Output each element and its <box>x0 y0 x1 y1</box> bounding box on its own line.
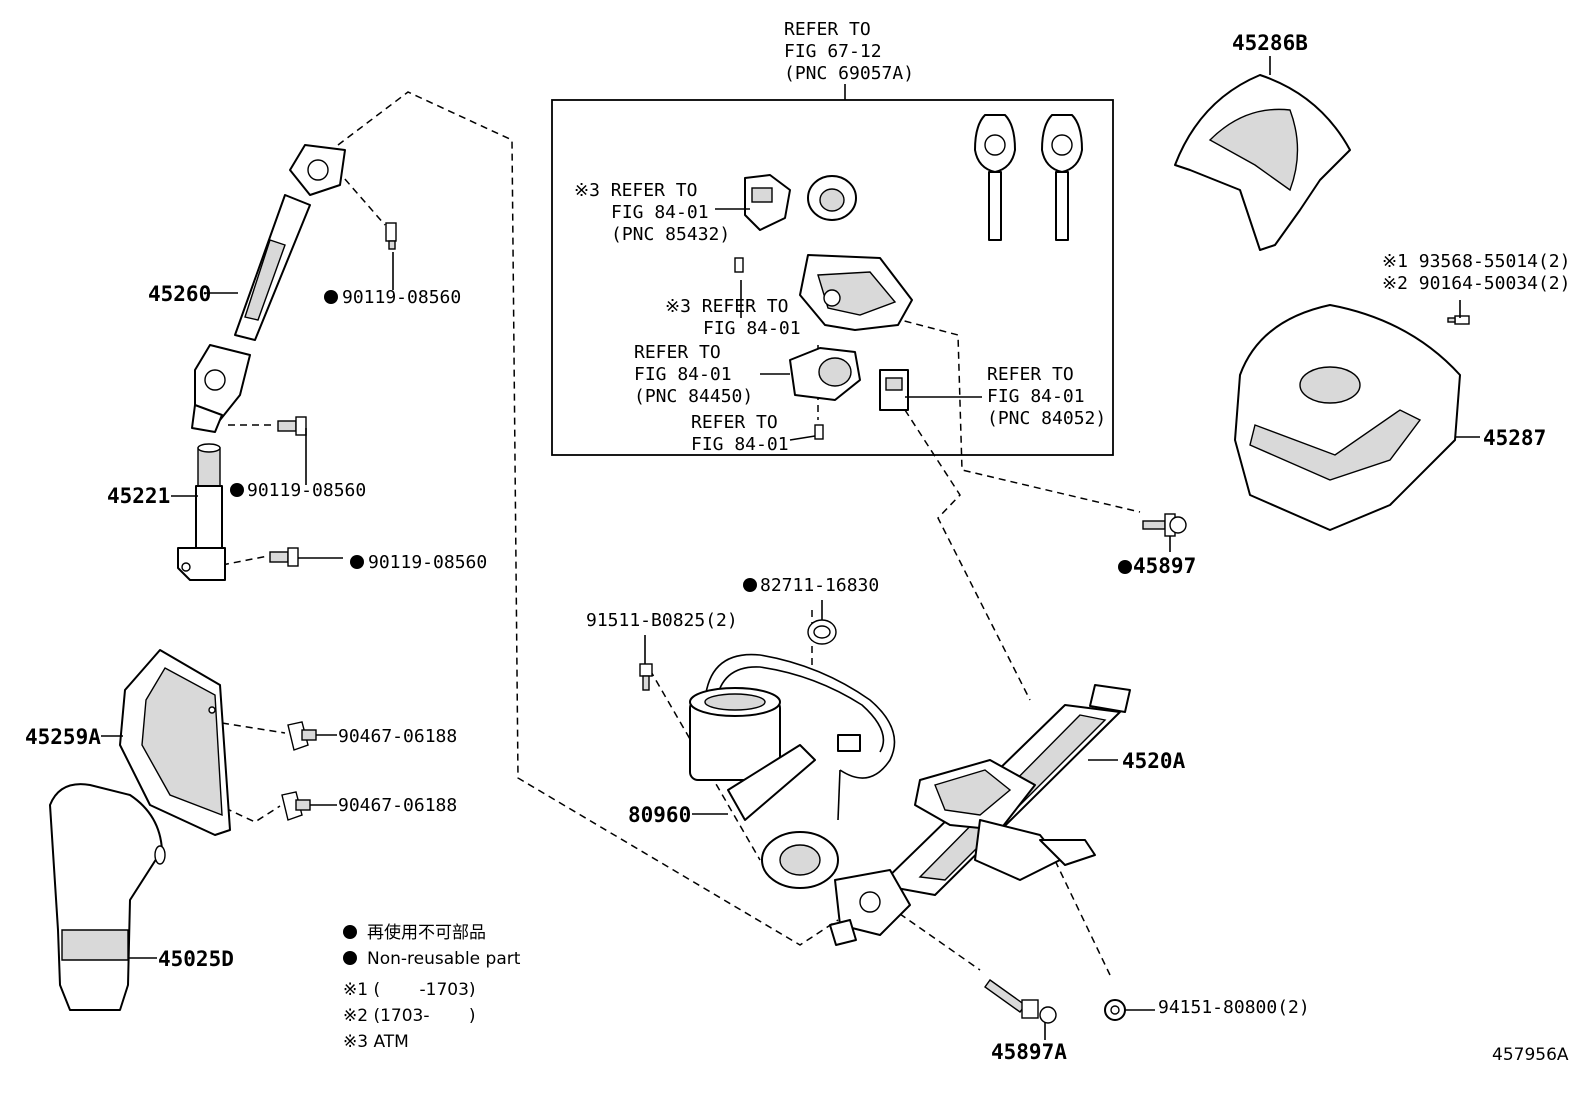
ref-line: FIG 84-01 <box>987 386 1085 407</box>
ref-line: REFER TO <box>987 364 1074 385</box>
label-screw-1: ※1 93568-55014(2) <box>1382 251 1570 272</box>
ref-line: FIG 84-01 <box>703 318 801 339</box>
non-reusable-dot <box>1118 560 1132 574</box>
ref-line: (PNC 84450) <box>634 386 753 407</box>
clip-icon <box>287 721 317 751</box>
bolt-icon <box>277 416 307 436</box>
non-reusable-dot <box>343 951 357 965</box>
ref-line: (PNC 84052) <box>987 408 1106 429</box>
label-bolt-3: 90119-08560 <box>368 552 487 573</box>
clip-icon <box>281 791 311 821</box>
sliding-yoke-45221 <box>177 443 226 581</box>
screw-icon <box>734 257 744 273</box>
key-cylinder-box <box>551 99 1114 456</box>
ref-line: FIG 84-01 <box>634 364 732 385</box>
ref-line: ※3 REFER TO <box>574 180 697 201</box>
unlock-warning-switch <box>879 369 909 411</box>
boot-45025D <box>49 783 166 1011</box>
ignition-ring <box>807 175 857 221</box>
lower-cover-45287 <box>1234 304 1461 531</box>
legend-note-3: ※3 ATM <box>343 1032 409 1052</box>
label-screw-2: ※2 90164-50034(2) <box>1382 273 1570 294</box>
label-45286B: 45286B <box>1232 31 1308 55</box>
clamp-icon <box>807 619 837 645</box>
labels: 45260 45221 45259A 45025D 45286B 45287 4… <box>25 19 1570 1065</box>
label-bolt-2: 90119-08560 <box>247 480 366 501</box>
bolt-icon <box>269 547 299 567</box>
label-clip-2: 90467-06188 <box>338 795 457 816</box>
ref-84052: REFER TO FIG 84-01 (PNC 84052) <box>987 364 1106 429</box>
label-45259A: 45259A <box>25 725 101 749</box>
non-reusable-dot <box>343 925 357 939</box>
label-45025D: 45025D <box>158 947 234 971</box>
ref-line: FIG 67-12 <box>784 41 882 62</box>
bolt-icons <box>269 222 397 567</box>
ref-84450: REFER TO FIG 84-01 (PNC 84450) <box>634 342 753 407</box>
ref-top: REFER TO FIG 67-12 (PNC 69057A) <box>784 19 914 84</box>
label-nut-94151: 94151-80800(2) <box>1158 997 1310 1018</box>
ref-line: ※3 REFER TO <box>665 296 788 317</box>
non-reusable-dot <box>350 555 364 569</box>
bolt-icon <box>639 663 653 691</box>
key-icon <box>1041 114 1083 241</box>
ref-line: FIG 84-01 <box>611 202 709 223</box>
label-45897A: 45897A <box>991 1040 1067 1064</box>
ref-85432: ※3 REFER TO FIG 84-01 (PNC 85432) <box>574 180 730 245</box>
diagram-id: 457956A <box>1492 1045 1569 1065</box>
ref-line: (PNC 85432) <box>611 224 730 245</box>
ref-line: (PNC 69057A) <box>784 63 914 84</box>
ref-screw: REFER TO FIG 84-01 <box>691 412 789 455</box>
legend-nonreusable-jp: 再使用不可部品 <box>367 922 486 943</box>
intermediate-shaft-45260 <box>191 144 346 433</box>
steering-column-4520A <box>829 684 1131 946</box>
ref-line: FIG 84-01 <box>691 434 789 455</box>
non-reusable-dot <box>230 483 244 497</box>
legend-nonreusable-en: Non-reusable part <box>367 949 521 969</box>
screw-icon <box>814 424 824 440</box>
screw-icon <box>1447 315 1470 325</box>
non-reusable-dot <box>324 290 338 304</box>
label-4520A: 4520A <box>1122 749 1186 773</box>
leader-lines <box>101 56 1480 1040</box>
label-45287: 45287 <box>1483 426 1546 450</box>
upper-cover-45286B <box>1174 74 1351 251</box>
ignition-switch <box>789 347 861 401</box>
label-bolt-1: 90119-08560 <box>342 287 461 308</box>
steering-lock-body <box>799 254 913 331</box>
bolt-icon <box>984 979 1057 1024</box>
label-45221: 45221 <box>107 484 170 508</box>
shift-lock-unit <box>744 174 791 231</box>
key-cylinder-parts <box>734 114 1083 440</box>
bolt-icon <box>1142 513 1187 537</box>
label-45260: 45260 <box>148 282 211 306</box>
legend: 再使用不可部品 Non-reusable part ※1 ( -1703) ※2… <box>343 922 521 1052</box>
cover-45259A <box>119 649 231 836</box>
label-clip-1: 90467-06188 <box>338 726 457 747</box>
label-45897: 45897 <box>1133 554 1196 578</box>
legend-note-1: ※1 ( -1703) <box>343 980 476 1000</box>
ref-line: REFER TO <box>784 19 871 40</box>
non-reusable-dot <box>743 578 757 592</box>
bolt-icon <box>385 222 397 250</box>
ref-atm: ※3 REFER TO FIG 84-01 <box>665 296 801 339</box>
ref-line: REFER TO <box>634 342 721 363</box>
ref-line: REFER TO <box>691 412 778 433</box>
key-icon <box>974 114 1016 241</box>
label-bolt-91511: 91511-B0825(2) <box>586 610 738 631</box>
eps-motor-80960 <box>689 653 896 889</box>
nut-icon <box>1104 999 1126 1021</box>
clip-icons <box>281 721 317 821</box>
label-clamp: 82711-16830 <box>760 575 879 596</box>
label-80960: 80960 <box>628 803 691 827</box>
legend-note-2: ※2 (1703- ) <box>343 1006 476 1026</box>
